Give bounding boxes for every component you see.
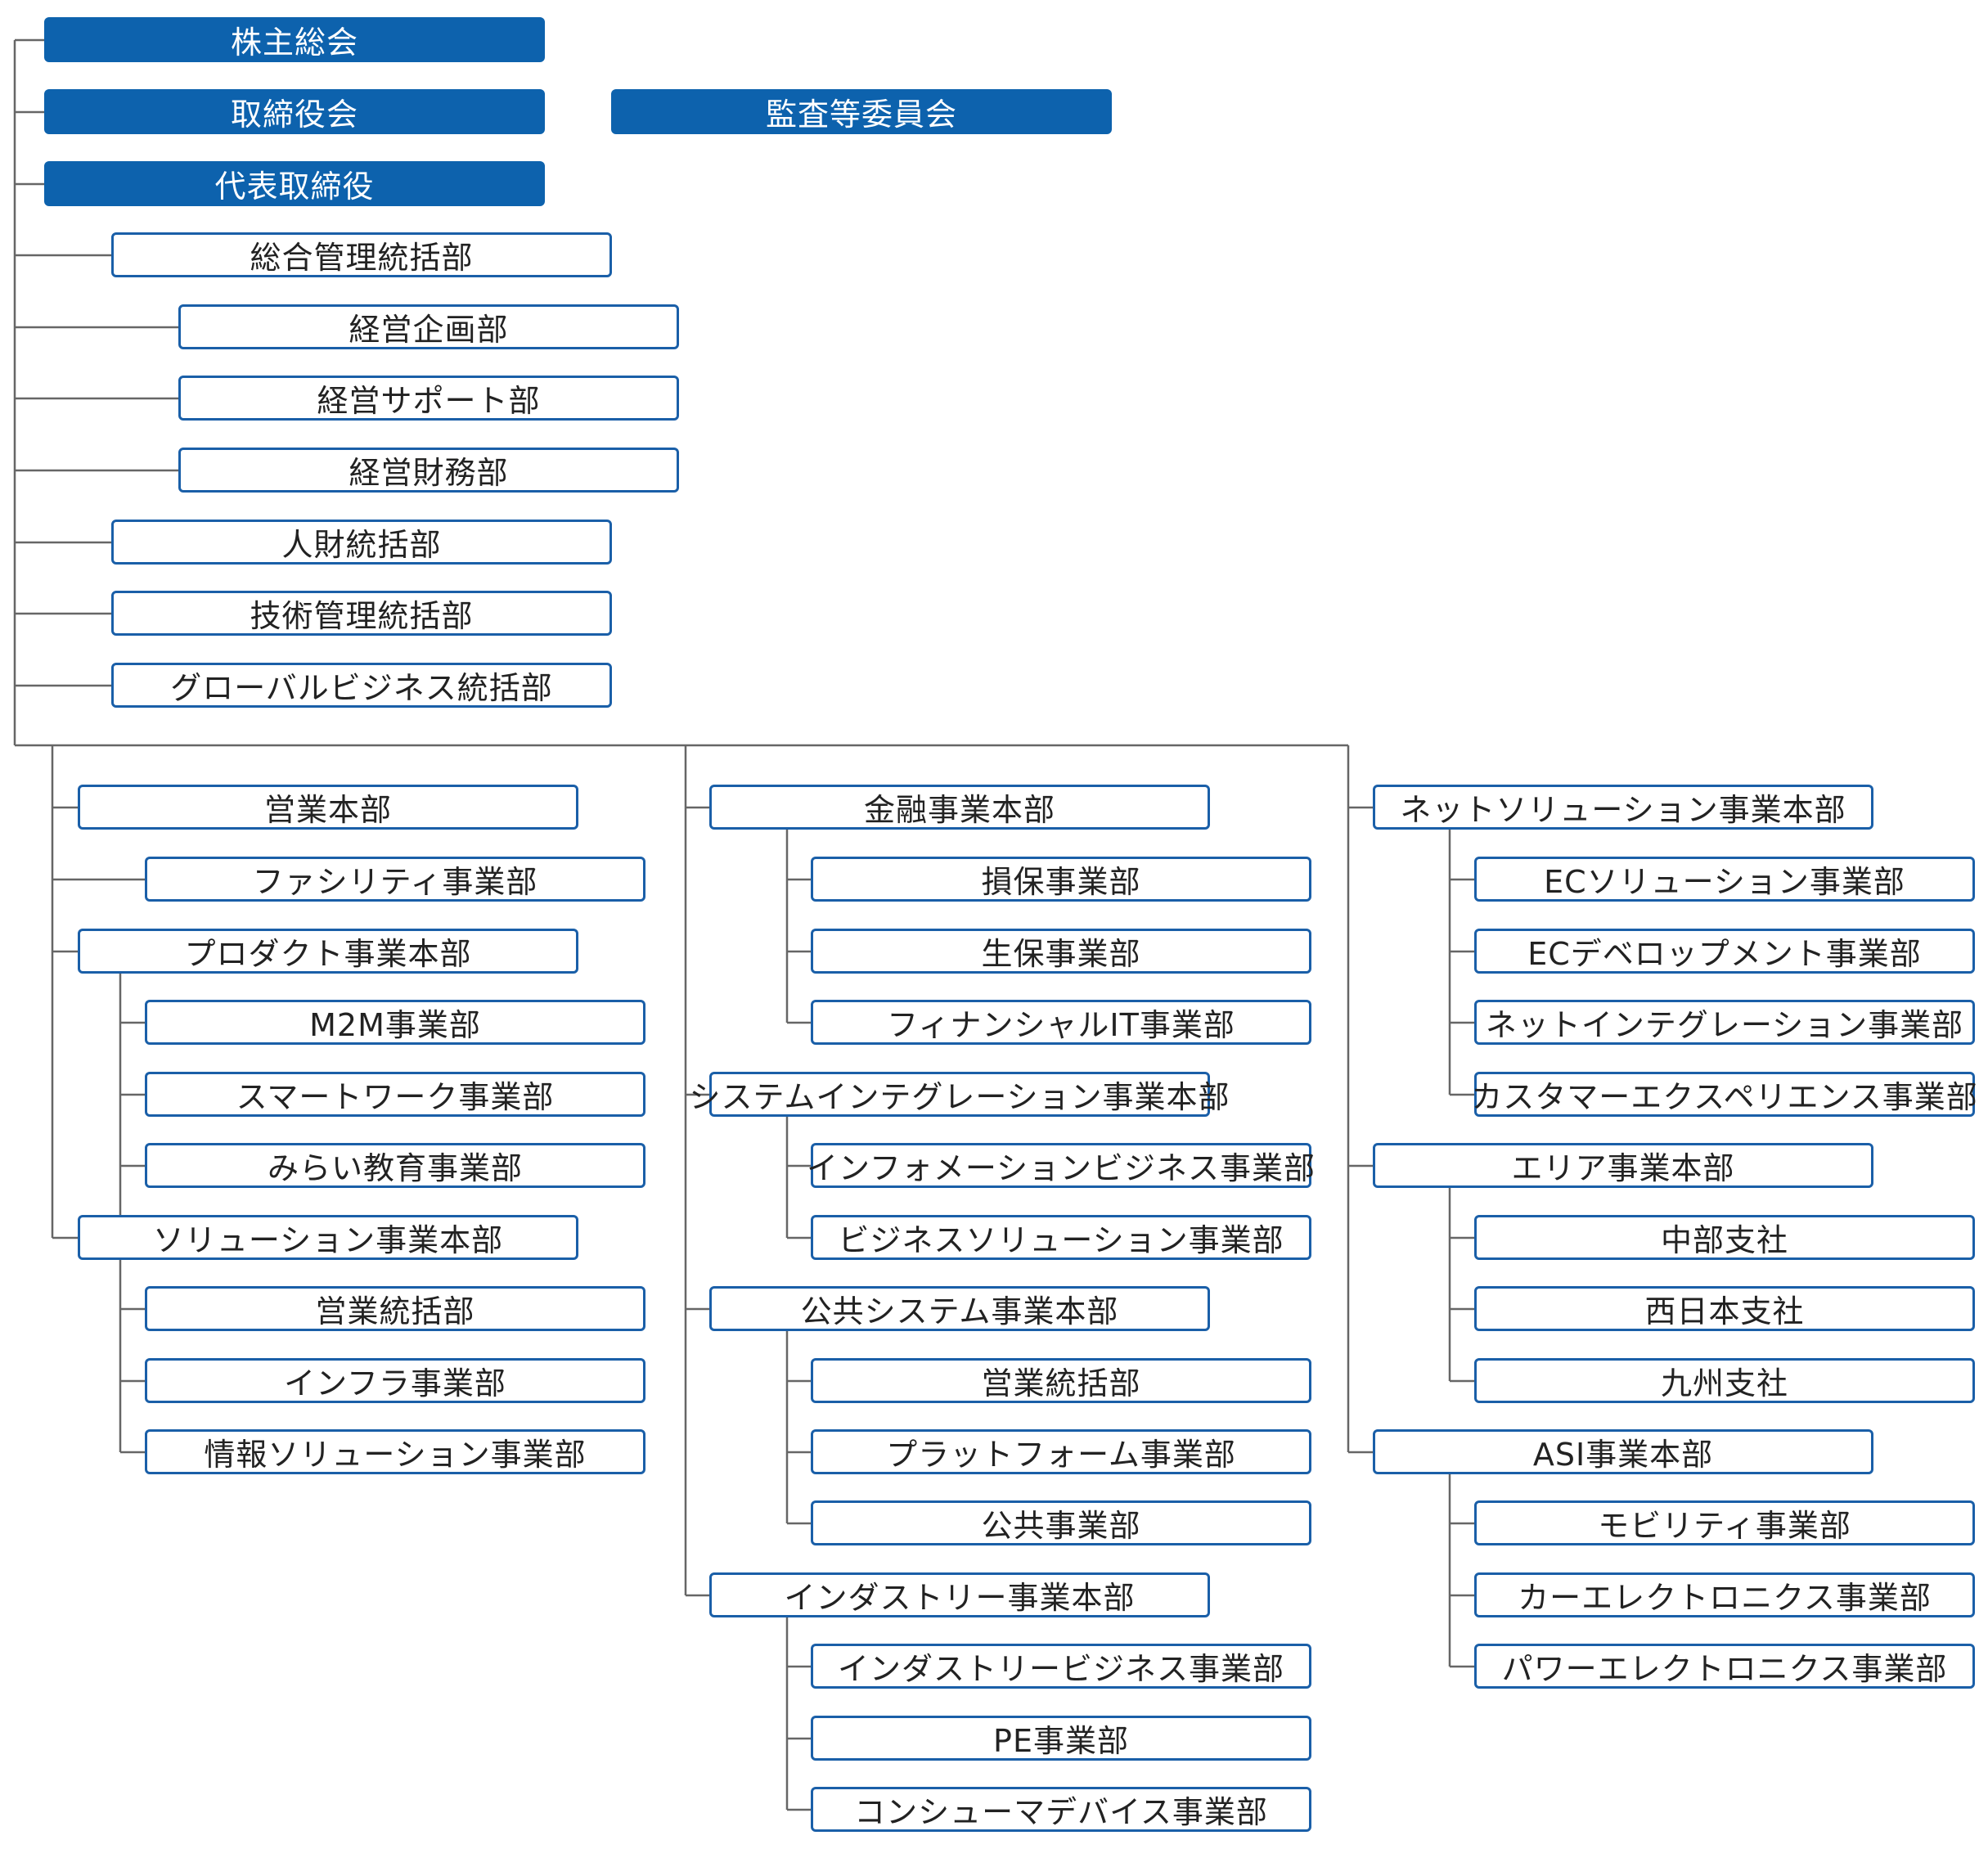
corp-support-box: 経営サポート部	[178, 376, 679, 421]
global-business-hq-box: グローバルビジネス統括部	[111, 663, 612, 708]
industry-business-division-box: インダストリービジネス事業部	[811, 1644, 1311, 1689]
smartwork-division-box: スマートワーク事業部	[145, 1072, 645, 1117]
area-hq-box: エリア事業本部	[1373, 1143, 1873, 1188]
net-solution-hq-box: ネットソリューション事業本部	[1373, 785, 1873, 830]
mirai-education-division-box: みらい教育事業部	[145, 1143, 645, 1188]
corp-planning-box: 経営企画部	[178, 304, 679, 349]
public-system-hq-box: 公共システム事業本部	[709, 1286, 1210, 1331]
admin-hq-box: 総合管理統括部	[111, 232, 612, 277]
info-business-division-box: インフォメーションビジネス事業部	[807, 1143, 1315, 1188]
sales-control-dept-box: 営業統括部	[145, 1286, 645, 1331]
tech-mgmt-hq-box: 技術管理統括部	[111, 591, 612, 636]
power-electronics-division-box: パワーエレクトロニクス事業部	[1474, 1644, 1975, 1689]
industry-hq-box: インダストリー事業本部	[709, 1572, 1210, 1617]
sales-hq-box: 営業本部	[78, 785, 578, 830]
finance-hq-box: 金融事業本部	[709, 785, 1210, 830]
pe-division-box: PE事業部	[811, 1716, 1311, 1761]
product-hq-box: プロダクト事業本部	[78, 929, 578, 974]
west-japan-branch-box: 西日本支社	[1474, 1286, 1975, 1331]
si-hq-box: システムインテグレーション事業本部	[689, 1072, 1230, 1117]
public-sales-control-dept-box: 営業統括部	[811, 1358, 1311, 1403]
corp-finance-box: 経営財務部	[178, 448, 679, 493]
hr-hq-box: 人財統括部	[111, 520, 612, 565]
life-insurance-division-box: 生保事業部	[811, 929, 1311, 974]
solution-hq-box: ソリューション事業本部	[78, 1215, 578, 1260]
public-division-box: 公共事業部	[811, 1500, 1311, 1545]
consumer-device-division-box: コンシューマデバイス事業部	[811, 1787, 1311, 1832]
infra-division-box: インフラ事業部	[145, 1358, 645, 1403]
info-solution-division-box: 情報ソリューション事業部	[145, 1429, 645, 1474]
non-life-division-box: 損保事業部	[811, 857, 1311, 902]
audit-committee: 監査等委員会	[611, 89, 1112, 134]
representative-director: 代表取締役	[44, 161, 545, 206]
facility-division-box: ファシリティ事業部	[145, 857, 645, 902]
business-solution-division-box: ビジネスソリューション事業部	[811, 1215, 1311, 1260]
shareholders-meeting: 株主総会	[44, 17, 545, 62]
chubu-branch-box: 中部支社	[1474, 1215, 1975, 1260]
net-integration-division-box: ネットインテグレーション事業部	[1474, 1000, 1975, 1045]
board-of-directors: 取締役会	[44, 89, 545, 134]
platform-division-box: プラットフォーム事業部	[811, 1429, 1311, 1474]
ec-solution-division-box: ECソリューション事業部	[1474, 857, 1975, 902]
financial-it-division-box: フィナンシャルIT事業部	[811, 1000, 1311, 1045]
m2m-division-box: M2M事業部	[145, 1000, 645, 1045]
asi-hq-box: ASI事業本部	[1373, 1429, 1873, 1474]
kyushu-branch-box: 九州支社	[1474, 1358, 1975, 1403]
car-electronics-division-box: カーエレクトロニクス事業部	[1474, 1572, 1975, 1617]
mobility-division-box: モビリティ事業部	[1474, 1500, 1975, 1545]
customer-experience-division-box: カスタマーエクスペリエンス事業部	[1471, 1072, 1977, 1117]
ec-development-division-box: ECデベロップメント事業部	[1474, 929, 1975, 974]
